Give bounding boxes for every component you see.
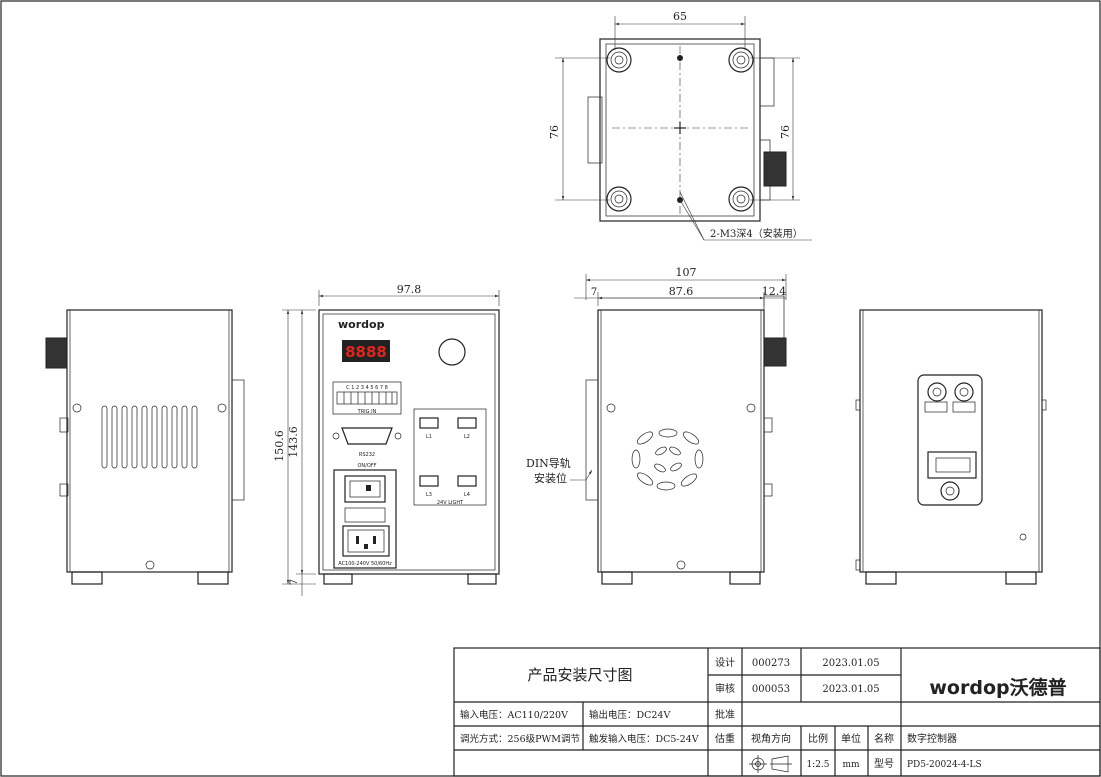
- din-clip-icon: [917, 374, 983, 506]
- brand-logo: wordop沃德普: [929, 676, 1066, 699]
- projection-symbol-icon: [749, 755, 792, 773]
- approve-label: 批准: [715, 708, 735, 721]
- power-label: AC100-240V 50/60Hz: [338, 561, 392, 567]
- port-l3: L3: [426, 492, 432, 498]
- port-l1: L1: [426, 434, 432, 440]
- fan-vent-icon: [631, 428, 704, 491]
- din-note-line2: 安装位: [534, 471, 567, 485]
- scale-label: 比例: [808, 732, 828, 745]
- unit-value: mm: [842, 760, 860, 770]
- trigger-voltage: 触发输入电压：DC5-24V: [589, 733, 699, 745]
- power-socket-icon: [342, 525, 390, 557]
- output-voltage: 输出电压：DC24V: [589, 709, 670, 721]
- design-label: 设计: [715, 656, 735, 669]
- led-display: 8888: [345, 343, 387, 361]
- dim-top-height-right: 76: [779, 125, 792, 139]
- model-value: PD5-20024-4-LS: [907, 760, 982, 770]
- rear-view: [855, 309, 1047, 585]
- dimming-mode: 调光方式：256级PWM调节: [460, 733, 580, 745]
- left-side-view: [45, 309, 245, 585]
- foot-circle-icon: [606, 47, 754, 212]
- mount-hole-note: 2-M3深4（安装用）: [710, 227, 803, 240]
- light-port-icon: [419, 417, 477, 487]
- front-view: wordop 8888 C 1 2 3 4 5 6 7 8 TRIG IN RS…: [273, 283, 500, 596]
- dim-side-body-width: 87.6: [669, 285, 694, 298]
- title-block: 产品安装尺寸图 设计 000273 2023.01.05 审核 000053 2…: [453, 647, 1101, 777]
- rs232-label: RS232: [359, 452, 375, 458]
- dim-top-height-left: 76: [548, 125, 561, 139]
- dim-front-body-height: 143.6: [287, 426, 300, 458]
- top-view: 65 76 76 2-M3深4（安装用）: [548, 10, 812, 241]
- dim-top-width: 65: [673, 10, 687, 23]
- design-id: 000273: [752, 658, 790, 669]
- name-value: 数字控制器: [907, 732, 957, 745]
- rs232-connector-icon: [341, 427, 393, 445]
- din-note-line1: DIN导轨: [526, 456, 571, 470]
- dim-front-width: 97.8: [397, 283, 422, 296]
- drawing-title: 产品安装尺寸图: [527, 666, 632, 684]
- right-side-view: 107 7 87.6 12.4 DIN导轨 安装位: [526, 266, 787, 585]
- review-id: 000053: [752, 684, 790, 695]
- dim-side-knob: 12.4: [762, 285, 787, 298]
- name-label: 名称: [874, 732, 894, 745]
- unit-label: 单位: [841, 732, 861, 745]
- design-date: 2023.01.05: [822, 658, 879, 669]
- review-label: 审核: [715, 682, 735, 695]
- weight-label: 估重: [715, 732, 735, 745]
- dim-side-total-width: 107: [676, 266, 697, 279]
- trig-pin-labels: C 1 2 3 4 5 6 7 8: [346, 385, 388, 391]
- vent-slots: [101, 405, 198, 469]
- front-logo: wordop: [338, 318, 385, 331]
- dial-knob-icon: [438, 338, 466, 366]
- view-label: 视角方向: [751, 732, 791, 745]
- input-voltage: 输入电压：AC110/220V: [460, 709, 568, 721]
- dim-front-foot: 7: [289, 579, 300, 585]
- port-l2: L2: [464, 434, 470, 440]
- dim-side-left-offset: 7: [591, 287, 597, 298]
- light-label: 24V LIGHT: [437, 500, 464, 506]
- trig-terminal: [336, 391, 398, 405]
- review-date: 2023.01.05: [822, 684, 879, 695]
- scale-value: 1:2.5: [806, 760, 829, 770]
- power-switch-icon: [344, 475, 386, 503]
- dim-front-total-height: 150.6: [273, 430, 286, 462]
- port-l4: L4: [464, 492, 470, 498]
- trig-label: TRIG IN: [357, 409, 377, 415]
- onoff-label: ON/OFF: [357, 463, 376, 469]
- model-label: 型号: [874, 757, 894, 770]
